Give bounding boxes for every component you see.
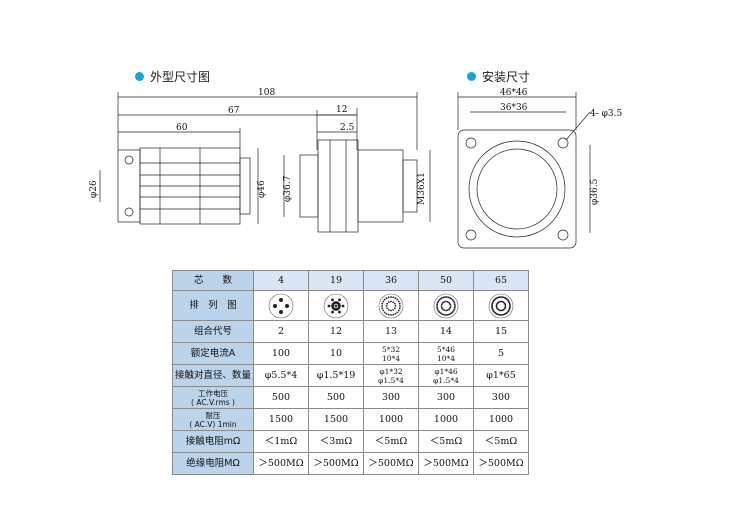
value-cell: ＞500MΩ [363,452,419,475]
dim-phi26: φ26 [89,180,99,198]
row-label: 额定电流A [172,342,254,365]
value-cell: φ1*65 [473,364,529,387]
dim-36x36: 36*36 [500,103,528,113]
value-cell: 14 [418,320,474,343]
value-cell: 10 [308,342,364,365]
pin-arrangement-icon [253,290,309,321]
value-cell: 1500 [253,408,309,431]
table-row: 接触电阻mΩ＜1mΩ＜3mΩ＜5mΩ＜5mΩ＜5mΩ [172,430,529,453]
dim-m36: M36X1 [417,172,427,205]
value-cell: ＜3mΩ [308,430,364,453]
dim-12: 12 [336,105,347,115]
value-cell: 1000 [363,408,419,431]
table-row: 排 列 图 [172,290,529,321]
core-count-cell: 4 [253,270,309,291]
row-label: 绝缘电阻MΩ [172,452,254,475]
value-cell: φ1.5*19 [308,364,364,387]
outline-heading-text: 外型尺寸图 [150,70,211,84]
value-cell: 100 [253,342,309,365]
row-label: 芯 数 [172,270,254,291]
dim-phi36-5: φ36.5 [590,178,600,205]
dim-46x46: 46*46 [500,88,528,98]
value-cell: ＜5mΩ [418,430,474,453]
value-cell: ＞500MΩ [418,452,474,475]
value-cell: 1000 [473,408,529,431]
bullet-icon [467,72,476,81]
value-cell: 5 [473,342,529,365]
pin-arrangement-icon [418,290,474,321]
outline-heading: 外型尺寸图 [135,68,210,85]
value-cell: ＜1mΩ [253,430,309,453]
value-cell: ＞500MΩ [253,452,309,475]
pin-arrangement-icon [363,290,419,321]
core-count-cell: 36 [363,270,419,291]
dim-60: 60 [176,123,188,133]
pin-arrangement-icon [473,290,529,321]
value-cell: 300 [363,386,419,409]
row-label: 排 列 图 [172,290,254,321]
dim-67: 67 [228,106,240,116]
value-cell: 500 [308,386,364,409]
value-cell: 300 [473,386,529,409]
bullet-icon [135,72,144,81]
value-cell: ＞500MΩ [473,452,529,475]
dim-holes: 4- φ3.5 [590,109,623,119]
dim-108: 108 [258,88,275,98]
table-row: 绝缘电阻MΩ＞500MΩ＞500MΩ＞500MΩ＞500MΩ＞500MΩ [172,452,529,475]
value-cell: 300 [418,386,474,409]
value-cell: 15 [473,320,529,343]
row-label: 接触电阻mΩ [172,430,254,453]
value-cell: 13 [363,320,419,343]
mounting-heading-text: 安装尺寸 [482,70,531,84]
mounting-heading: 安装尺寸 [467,68,530,85]
value-cell: 1000 [418,408,474,431]
value-cell: 500 [253,386,309,409]
row-label: 工作电压( AC.V.rms ) [172,386,254,409]
value-cell: φ5.5*4 [253,364,309,387]
row-label: 组合代号 [172,320,254,343]
pin-arrangement-icon [308,290,364,321]
core-count-cell: 50 [418,270,474,291]
row-label: 接触对直径、数量 [172,364,254,387]
value-cell: ＜5mΩ [363,430,419,453]
value-cell: ＞500MΩ [308,452,364,475]
technical-drawing: 108 67 60 12 2.5 φ26 φ46 φ36.7 M36X1 46*… [89,88,623,249]
value-cell: 1500 [308,408,364,431]
core-count-cell: 65 [473,270,529,291]
dim-2-5: 2.5 [340,123,355,133]
value-cell: 2 [253,320,309,343]
dim-phi46: φ46 [257,180,267,198]
core-count-cell: 19 [308,270,364,291]
value-cell: 12 [308,320,364,343]
value-cell: ＜5mΩ [473,430,529,453]
dim-phi36-7: φ36.7 [283,175,293,202]
row-label: 耐压( AC.V) 1min [172,408,254,431]
